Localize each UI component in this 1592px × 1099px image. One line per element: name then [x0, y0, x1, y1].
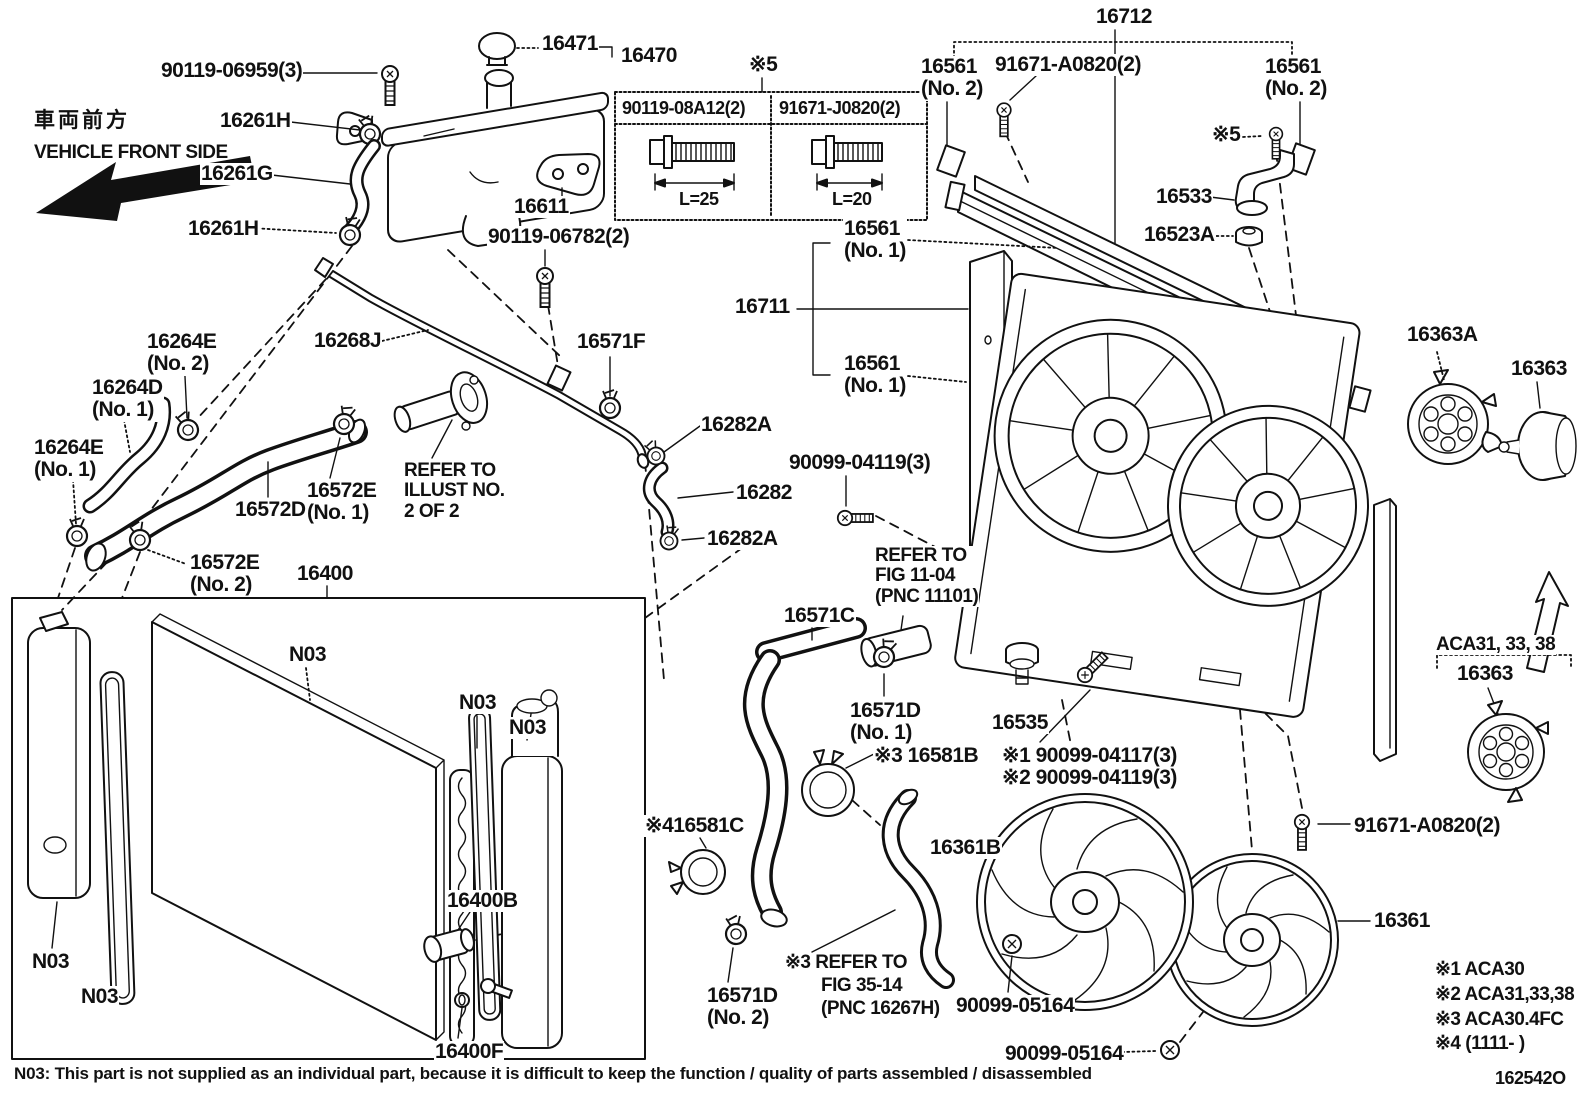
callout-16561-no1-top: 16561 (No. 1) — [843, 217, 907, 263]
callout-16470: 16470 — [620, 44, 678, 68]
callout-16581B: ※3 16581B — [873, 744, 980, 768]
callout-90099-05164-b: 90099-05164 — [1004, 1042, 1125, 1066]
callout-16535: 16535 — [991, 711, 1049, 735]
callout-n03-e: N03 — [80, 985, 120, 1009]
callout-16400F: 16400F — [434, 1040, 505, 1064]
up-arrow-icon — [1526, 571, 1569, 673]
fan-shroud-art — [954, 272, 1369, 718]
callout-90099-04119: 90099-04119(3) — [788, 451, 932, 475]
callout-90099-04119-star2: ※2 90099-04119(3) — [1001, 766, 1178, 790]
reservoir-art — [251, 32, 613, 308]
side-seal-art — [1373, 498, 1397, 762]
callout-16561-no2-left: 16561 (No. 2) — [920, 55, 984, 101]
callout-16471: 16471 — [541, 32, 599, 56]
callout-90099-05164-a: 90099-05164 — [955, 994, 1076, 1018]
motor-16363-lower-art — [1467, 700, 1549, 803]
callout-n03-a: N03 — [288, 643, 328, 667]
callout-90119-06782: 90119-06782(2) — [487, 225, 631, 249]
callout-16261G: 16261G — [200, 162, 274, 186]
footnote-star4: ※4 (1111- ) — [1435, 1033, 1525, 1054]
callout-16572E-no1: 16572E (No. 1) — [306, 479, 378, 525]
callout-16572D: 16572D — [234, 498, 307, 522]
callout-16363A: 16363A — [1406, 323, 1479, 347]
callout-16571D-no2: 16571D (No. 2) — [706, 984, 779, 1030]
fan2-art — [1165, 853, 1339, 1027]
callout-16571C: 16571C — [783, 604, 856, 628]
callout-16282A-b: 16282A — [706, 527, 779, 551]
fan1-art — [976, 793, 1194, 1011]
callout-16361B: 16361B — [929, 836, 1002, 860]
callout-16264E-no1: 16264E (No. 1) — [33, 436, 105, 482]
note-refer-illust: REFER TO ILLUST NO. 2 OF 2 — [403, 460, 506, 522]
water-pipe-art — [314, 257, 650, 469]
table-length-left: L=25 — [678, 189, 720, 210]
marker-star5-b: ※5 — [1211, 123, 1242, 147]
footnote-star3: ※3 ACA30.4FC — [1435, 1009, 1564, 1030]
callout-90119-06959: 90119-06959(3) — [160, 59, 304, 83]
lower-hose-art — [668, 615, 1111, 989]
callout-n03-b: N03 — [458, 691, 498, 715]
callout-16361: 16361 — [1373, 909, 1431, 933]
callout-16711: 16711 — [734, 295, 791, 319]
callout-n03-d: N03 — [31, 950, 71, 974]
callout-16264E-no2: 16264E (No. 2) — [146, 330, 218, 376]
callout-16264D: 16264D (No. 1) — [91, 376, 164, 422]
callout-91671-A0820-bottom: 91671-A0820(2) — [1353, 814, 1501, 838]
note-refer-fig35-line2: FIG 35-14 — [820, 975, 904, 997]
footnote-star2: ※2 ACA31,33,38 — [1435, 984, 1575, 1005]
bypass-hose-art — [640, 425, 734, 553]
callout-n03-c: N03 — [508, 716, 548, 740]
callout-16571F: 16571F — [576, 330, 647, 354]
callout-16282: 16282 — [735, 481, 793, 505]
note-refer-fig35-line1: ※3 REFER TO — [784, 952, 908, 974]
callout-16561-no2-right: 16561 (No. 2) — [1264, 55, 1328, 101]
callout-16282A-a: 16282A — [700, 413, 773, 437]
callout-16611: 16611 — [513, 195, 570, 219]
motor-16363A-art — [1407, 369, 1503, 465]
applicability-aca-range: ACA31, 33, 38 — [1435, 634, 1557, 656]
table-length-right: L=20 — [831, 189, 873, 210]
callout-16572E-no2: 16572E (No. 2) — [189, 551, 261, 597]
callout-16261H-a: 16261H — [219, 109, 292, 133]
footnote-star1: ※1 ACA30 — [1435, 959, 1525, 980]
callout-16363-upper: 16363 — [1510, 357, 1568, 381]
callout-16533: 16533 — [1155, 185, 1213, 209]
callout-16561-no1-bottom: 16561 (No. 1) — [843, 352, 907, 398]
callout-16571D-no1: 16571D (No. 1) — [849, 699, 922, 745]
table-part-right: 91671-J0820(2) — [778, 98, 902, 119]
callout-16581C: ※416581C — [644, 814, 745, 838]
footnote-n03: N03: This part is not supplied as an ind… — [14, 1064, 1092, 1083]
callout-16363-lower: 16363 — [1456, 662, 1514, 686]
note-refer-fig11: REFER TO FIG 11-04 (PNC 11101) — [874, 545, 980, 607]
callout-90099-04117-star1: ※1 90099-04117(3) — [1001, 744, 1178, 768]
callout-16712: 16712 — [1095, 5, 1153, 29]
motor-16363-art — [1498, 411, 1577, 481]
callout-16400B: 16400B — [446, 889, 519, 913]
callout-91671-A0820-top: 91671-A0820(2) — [994, 53, 1142, 77]
front-side-label-jp: 車両前方 — [34, 109, 130, 132]
callout-16400: 16400 — [296, 562, 354, 586]
callout-16523A: 16523A — [1143, 223, 1216, 247]
callout-16261H-b: 16261H — [187, 217, 260, 241]
diagram-code: 162542O — [1495, 1068, 1566, 1088]
table-part-left: 90119-08A12(2) — [621, 98, 747, 119]
marker-star5-a: ※5 — [748, 53, 779, 77]
callout-16268J: 16268J — [313, 329, 383, 353]
front-side-label-en: VEHICLE FRONT SIDE — [34, 142, 228, 163]
note-refer-fig35-line3: (PNC 16267H) — [820, 998, 941, 1020]
